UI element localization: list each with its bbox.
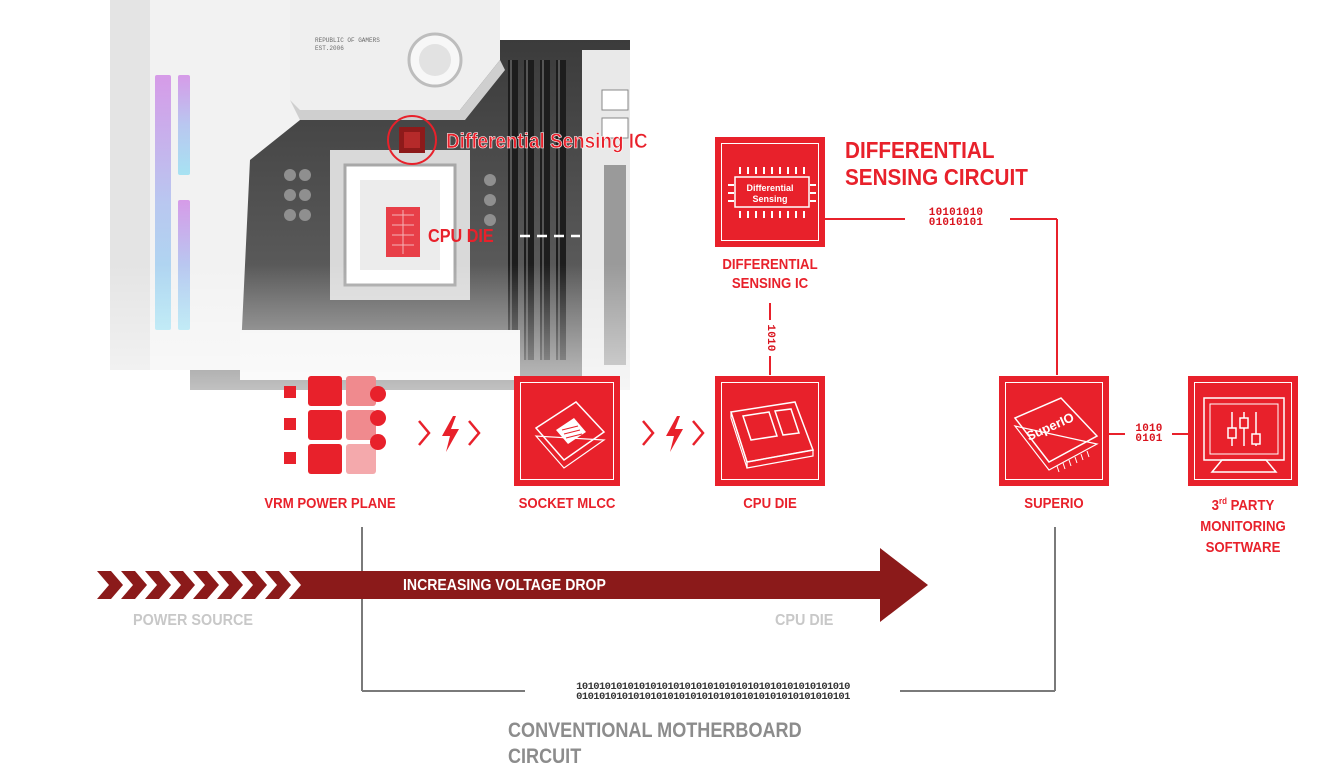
board-text: REPUBLIC OF GAMERS — [315, 37, 380, 44]
binary-right-line2: 0101 — [1135, 433, 1163, 445]
cpu-die-box — [715, 376, 825, 486]
binary-line1: 10101010 — [928, 207, 984, 219]
monitoring-software-box — [1188, 376, 1298, 486]
ic-label-line2: SENSING IC — [731, 275, 809, 292]
binary-right-line1: 1010 — [1135, 423, 1163, 435]
software-line3: SOFTWARE — [1205, 539, 1281, 556]
vrm-power-plane-graphic — [284, 376, 386, 474]
callout-cpu-die: CPU DIE — [428, 226, 494, 246]
ic-label-line1: DIFFERENTIAL — [722, 256, 818, 273]
cpu-die-label: CPU DIE — [743, 495, 797, 512]
superio-chip-icon — [1013, 397, 1099, 473]
monitor-icon — [1203, 397, 1285, 473]
third-party-software-label: 3rd PARTY MONITORING SOFTWARE — [1177, 496, 1309, 557]
arrow-end-cpu-die-label: CPU DIE — [775, 612, 834, 629]
title-line2: SENSING CIRCUIT — [845, 164, 1028, 190]
superio-label: SUPERIO — [1024, 495, 1084, 512]
chip-label-line2: Sensing — [752, 194, 788, 204]
socket-icon — [534, 401, 606, 469]
title-line1: DIFFERENTIAL — [845, 137, 995, 163]
power-flow-arrow-1 — [418, 416, 481, 452]
binary-line2: 01010101 — [928, 217, 984, 229]
binary-stream-conventional: 1010101010101010101010101010101010101010… — [528, 681, 898, 703]
conv-binary-line2: 0101010101010101010101010101010101010101… — [576, 691, 850, 703]
chip-icon — [728, 167, 816, 218]
svg-text:EST.2006: EST.2006 — [315, 45, 344, 52]
socket-mlcc-label: SOCKET MLCC — [518, 495, 616, 512]
software-line2: MONITORING — [1200, 518, 1286, 535]
motherboard-illustration: REPUBLIC OF GAMERS EST.2006 — [0, 0, 700, 480]
differential-sensing-ic-label: DIFFERENTIAL SENSING IC — [708, 255, 831, 293]
chip-label-line1: Differential — [746, 183, 794, 193]
motherboard-graphic: REPUBLIC OF GAMERS EST.2006 — [0, 0, 700, 480]
socket-mlcc-box — [514, 376, 620, 486]
software-line1: 3rd PARTY — [1211, 496, 1275, 515]
binary-stream-software: 1010 0101 — [1127, 423, 1171, 445]
superio-box: SuperIO — [999, 376, 1109, 486]
conventional-circuit-title: CONVENTIONAL MOTHERBOARD CIRCUIT — [508, 719, 802, 768]
voltage-drop-label: INCREASING VOLTAGE DROP — [403, 577, 606, 594]
callout-differential-sensing-ic: Differential Sensing IC — [446, 130, 648, 154]
voltage-drop-arrow — [97, 548, 928, 622]
differential-sensing-ic-box: Differential Sensing — [715, 137, 825, 247]
vrm-power-plane-label: VRM POWER PLANE — [264, 495, 396, 512]
cpu-die-icon — [730, 401, 815, 469]
binary-stream-sensing: 10101010 01010101 — [918, 207, 994, 229]
power-flow-arrow-2 — [642, 416, 705, 452]
differential-sensing-circuit-title: DIFFERENTIAL SENSING CIRCUIT — [845, 137, 1028, 191]
binary-stream-vertical: 1010 — [764, 324, 776, 352]
conv-binary-line1: 1010101010101010101010101010101010101010… — [576, 681, 850, 693]
power-source-label: POWER SOURCE — [133, 612, 254, 629]
